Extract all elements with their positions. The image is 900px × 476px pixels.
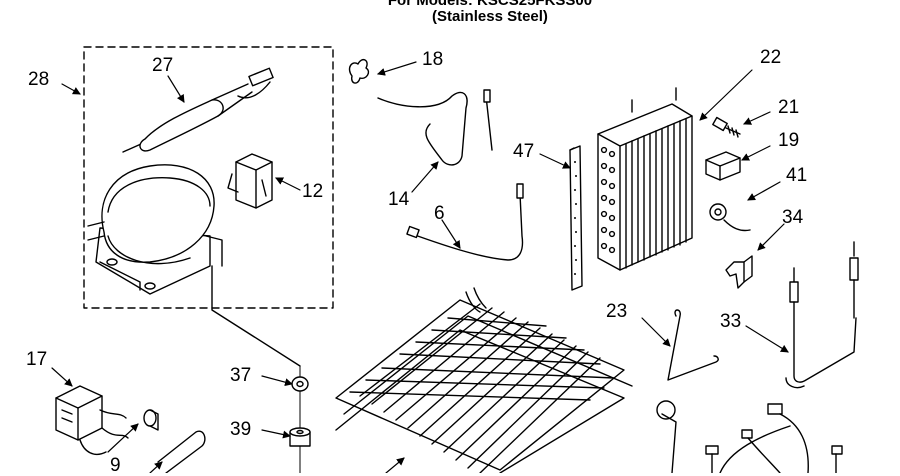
part-33-tube-assembly (785, 241, 859, 389)
callout-47: 47 (513, 141, 535, 162)
callout-37: 37 (230, 365, 252, 386)
callout-23: 23 (606, 301, 628, 322)
part-14-tube (377, 89, 493, 166)
callout-41: 41 (786, 165, 808, 186)
part-22-evaporator (597, 87, 693, 271)
part-21-screw (712, 116, 741, 138)
rubber-sleeve (157, 430, 206, 473)
part-12-relay (227, 153, 273, 209)
part-23-rod (667, 309, 719, 381)
callout-14: 14 (388, 189, 410, 210)
part-47-strip (569, 145, 583, 291)
callout-18: 18 (422, 49, 444, 70)
callout-22: 22 (760, 47, 782, 68)
compressor (87, 164, 223, 295)
part-18-clip (348, 58, 370, 84)
part-17-start-device (55, 385, 129, 456)
part-6-tube (406, 183, 524, 261)
callout-12: 12 (302, 181, 324, 202)
wire-harness (656, 400, 843, 473)
models-title: For Models: KSCS25FKSS00 (387, 0, 593, 9)
callout-6: 6 (434, 203, 445, 224)
callout-9: 9 (110, 455, 121, 476)
finish-subtitle: (Stainless Steel) (432, 8, 548, 25)
part-9-cap (143, 409, 159, 431)
callout-27: 27 (152, 55, 174, 76)
callout-39: 39 (230, 419, 252, 440)
part-34-bracket (725, 255, 753, 289)
leader-arrows (51, 61, 789, 473)
part-37-grommet (291, 376, 309, 392)
part-39-grommet (289, 427, 311, 447)
part-19-thermostat (705, 151, 741, 181)
part-27-drier (122, 67, 274, 153)
callout-17: 17 (26, 349, 48, 370)
callout-21: 21 (778, 97, 800, 118)
callout-34: 34 (782, 207, 804, 228)
condenser-coil (335, 287, 633, 473)
callout-19: 19 (778, 130, 800, 151)
compressor-leader-line (211, 265, 301, 367)
callout-28: 28 (28, 69, 50, 90)
part-41-sensor (709, 203, 751, 232)
compressor-assembly-box (83, 46, 334, 309)
callout-33: 33 (720, 311, 742, 332)
